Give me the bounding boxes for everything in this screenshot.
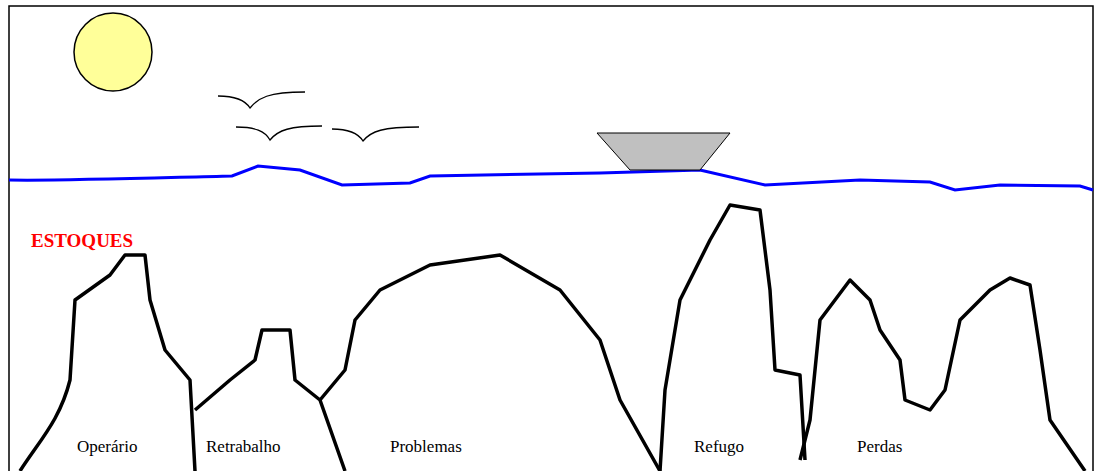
rock-label: Perdas [857, 437, 902, 457]
rock-label: Refugo [694, 437, 744, 457]
birds [218, 92, 419, 141]
water-line [9, 166, 1093, 190]
rock-label: Problemas [390, 437, 462, 457]
inventory-label: ESTOQUES [30, 230, 134, 253]
boat [597, 133, 730, 170]
rocks [20, 205, 1085, 471]
rock-label: Retrabalho [206, 437, 281, 457]
rock-label: Operário [77, 437, 137, 457]
sun [74, 13, 152, 91]
frame [9, 6, 1093, 471]
